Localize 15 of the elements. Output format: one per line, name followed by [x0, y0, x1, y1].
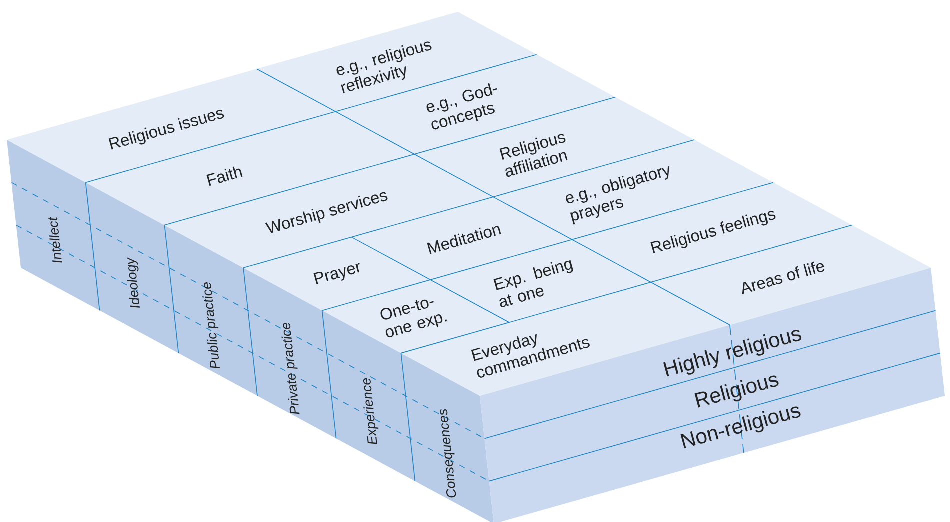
category-label: Exp. being at one [494, 260, 574, 308]
category-label: Prayer [314, 263, 360, 284]
category-label: Religious issues [108, 110, 224, 150]
level-label: Highly religious [664, 330, 802, 377]
dimension-label: Private practice [282, 322, 300, 414]
category-label: Areas of life [742, 262, 825, 295]
dimension-label: Public practice [202, 282, 220, 368]
category-label: Worship services [265, 192, 388, 234]
category-label: One-to-one exp. [380, 300, 448, 338]
dimension-label: Experience [363, 378, 379, 444]
level-label: Religious [694, 376, 779, 408]
dimension-label: Consequences [440, 409, 456, 498]
dimension-label: Ideology [127, 258, 140, 308]
category-label: Faith [206, 166, 243, 186]
dimension-label: Intellect [48, 217, 62, 263]
